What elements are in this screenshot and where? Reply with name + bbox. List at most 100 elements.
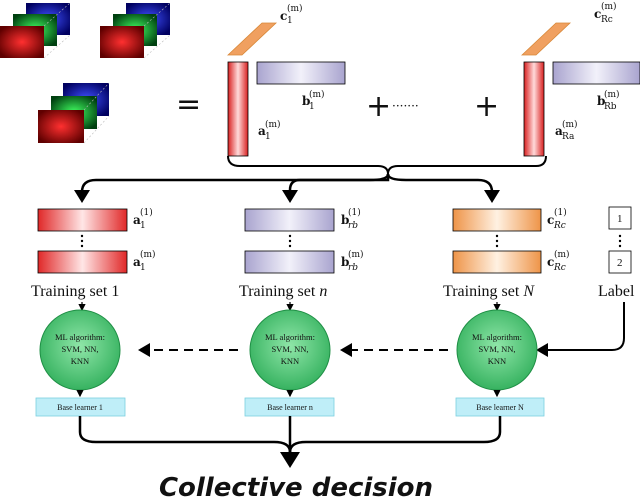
train-N-bottom-label: c Rc (m) xyxy=(547,249,570,273)
train-n-title: Training set n xyxy=(239,283,327,300)
svg-text:(m): (m) xyxy=(554,249,570,260)
label-feed-line xyxy=(548,302,625,351)
svg-text:1: 1 xyxy=(287,16,293,26)
svg-text:ML algorithm:: ML algorithm: xyxy=(265,332,315,342)
equals-sign: = xyxy=(176,87,201,122)
dashed-arrowhead-n-to-1 xyxy=(138,343,150,357)
svg-text:Rc: Rc xyxy=(601,15,613,25)
factor-aR-label: a Ra (m) xyxy=(555,119,578,142)
base-learner-1-label: Base learner 1 xyxy=(57,403,103,412)
train-N-vdots xyxy=(495,234,499,248)
svg-text:(m): (m) xyxy=(562,119,578,130)
svg-text:(1): (1) xyxy=(140,207,153,218)
train-1-vdots xyxy=(80,234,84,248)
svg-text:c: c xyxy=(547,213,554,227)
svg-text:ML algorithm:: ML algorithm: xyxy=(472,332,522,342)
factor-a1-bar xyxy=(227,61,249,157)
svg-text:(m): (m) xyxy=(140,249,156,260)
ellipsis-dots: ······· xyxy=(392,99,419,113)
plus-sign-left: + xyxy=(366,89,391,124)
svg-text:b: b xyxy=(302,94,310,108)
dashed-arrowhead-N-to-n xyxy=(340,343,352,357)
svg-text:1: 1 xyxy=(140,221,146,231)
svg-text:KNN: KNN xyxy=(488,356,506,366)
train-to-ml-arrows xyxy=(78,302,501,312)
factor-b1-bar xyxy=(256,61,346,85)
factor-bR-label: b Rb (m) xyxy=(597,89,620,112)
train-1-bottom-bar xyxy=(37,250,128,274)
svg-text:1: 1 xyxy=(140,263,146,273)
factor-aR-bar xyxy=(523,61,545,157)
arrow-head-n xyxy=(282,190,298,203)
train-1-top-label: a 1 (1) xyxy=(133,207,153,231)
factor-cR-label: c Rc (m) xyxy=(594,1,617,25)
ml-node-N: ML algorithm: SVM, NN, KNN xyxy=(456,309,538,391)
svg-text:(m): (m) xyxy=(309,89,325,100)
factor-c1-bar xyxy=(226,22,278,56)
svg-text:c: c xyxy=(594,7,601,21)
label-box-bottom xyxy=(608,250,632,274)
ml-node-n: ML algorithm: SVM, NN, KNN xyxy=(249,309,331,391)
image-stack-2 xyxy=(100,2,171,59)
svg-text:SVM, NN,: SVM, NN, xyxy=(271,344,308,354)
svg-text:Ra: Ra xyxy=(562,132,575,142)
train-1-top-bar xyxy=(37,208,128,232)
train-n-bottom-bar xyxy=(244,250,335,274)
svg-text:ML algorithm:: ML algorithm: xyxy=(55,332,105,342)
svg-text:(m): (m) xyxy=(604,89,620,100)
label-box-top xyxy=(608,206,632,230)
factor-b1-label: b 1 (m) xyxy=(302,89,325,112)
svg-text:a: a xyxy=(555,124,563,138)
summation-brace xyxy=(227,155,547,175)
svg-text:1: 1 xyxy=(309,102,315,112)
decision-arrowhead xyxy=(280,452,300,468)
label-vdots xyxy=(618,234,622,248)
svg-text:Rb: Rb xyxy=(604,102,617,112)
base-learner-N-label: Base learner N xyxy=(476,403,524,412)
svg-text:(m): (m) xyxy=(348,249,364,260)
train-N-top-bar xyxy=(452,208,542,232)
collective-decision-title: Collective decision xyxy=(159,473,433,500)
train-N-top-label: c Rc (1) xyxy=(547,207,567,231)
train-1-title: Training set 1 xyxy=(31,283,119,300)
svg-text:SVM, NN,: SVM, NN, xyxy=(478,344,515,354)
label-value-top: 1 xyxy=(617,213,623,225)
ml-to-learner-arrows xyxy=(76,390,501,398)
image-stack-1 xyxy=(0,2,71,59)
train-N-bottom-bar xyxy=(452,250,542,274)
train-n-vdots xyxy=(288,234,292,248)
train-N-title: Training set N xyxy=(443,283,535,300)
svg-text:(m): (m) xyxy=(601,1,617,12)
svg-text:c: c xyxy=(280,9,287,23)
svg-text:c: c xyxy=(547,255,554,269)
split-arrows xyxy=(80,173,494,193)
svg-text:(1): (1) xyxy=(348,207,361,218)
arrow-head-1 xyxy=(74,190,90,203)
label-title: Label xyxy=(598,283,635,300)
svg-text:KNN: KNN xyxy=(281,356,299,366)
svg-text:1: 1 xyxy=(265,132,271,142)
label-feed-arrowhead xyxy=(536,343,548,357)
svg-text:KNN: KNN xyxy=(71,356,89,366)
svg-text:a: a xyxy=(133,213,141,227)
svg-text:b: b xyxy=(597,94,605,108)
train-1-bottom-label: a 1 (m) xyxy=(133,249,156,273)
svg-text:a: a xyxy=(258,124,266,138)
label-value-bottom: 2 xyxy=(617,257,623,269)
svg-text:Rc: Rc xyxy=(553,263,566,273)
svg-text:rb: rb xyxy=(348,263,358,273)
svg-text:(1): (1) xyxy=(554,207,567,218)
svg-text:(m): (m) xyxy=(287,3,303,14)
svg-text:b: b xyxy=(341,213,349,227)
plus-sign-right: + xyxy=(474,89,499,124)
factor-a1-label: a 1 (m) xyxy=(258,119,281,142)
image-stack-3 xyxy=(38,82,110,144)
svg-text:b: b xyxy=(341,255,349,269)
svg-text:Rc: Rc xyxy=(553,221,566,231)
svg-text:rb: rb xyxy=(348,221,358,231)
svg-text:a: a xyxy=(133,255,141,269)
train-n-bottom-label: b rb (m) xyxy=(341,249,364,273)
factor-c1-label: c 1 (m) xyxy=(280,3,303,26)
